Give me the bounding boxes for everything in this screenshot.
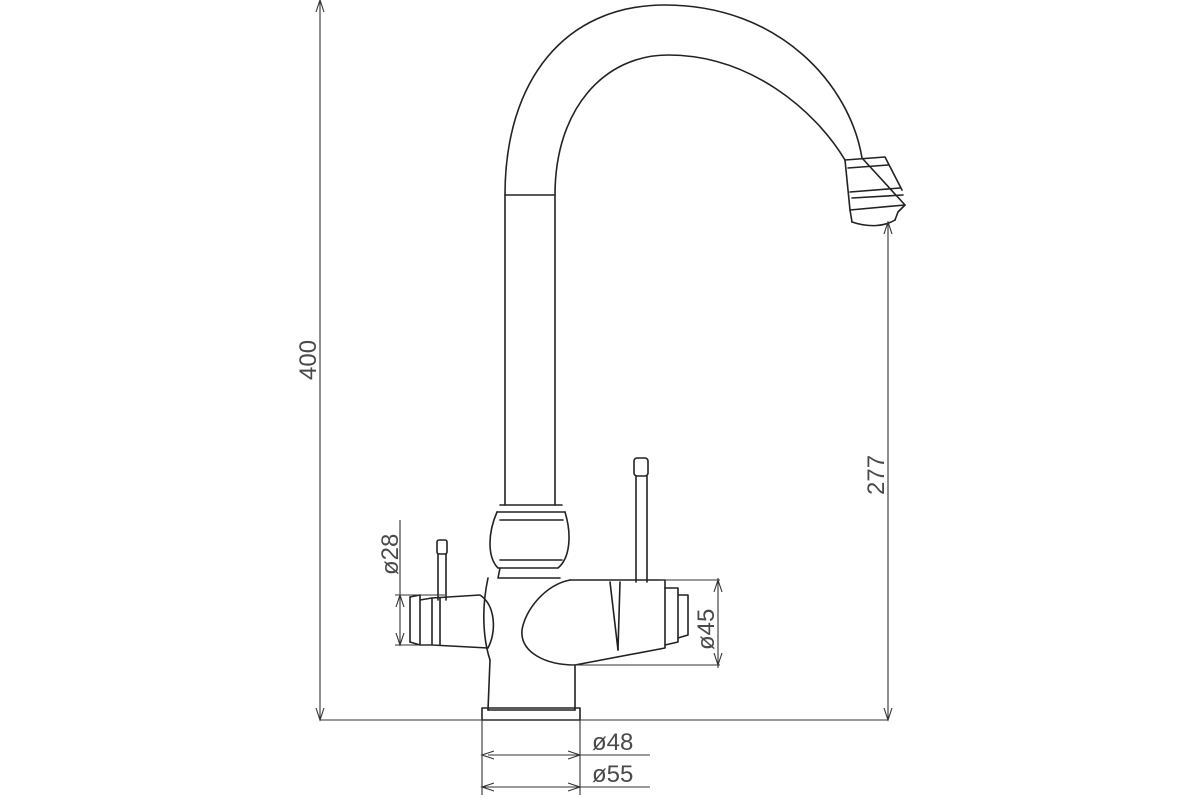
dim-label-spout-height: 277 [863, 455, 890, 495]
left-handle [409, 539, 495, 649]
faucet-outline [409, 4, 906, 721]
base [481, 707, 581, 721]
dim-overall-height [315, 0, 888, 722]
dim-label-body: ø45 [693, 609, 720, 650]
spout-inner-curve [554, 54, 846, 506]
dim-label-overall-height: 400 [295, 340, 322, 380]
spout-tip [844, 156, 906, 227]
dim-label-base-small: ø48 [592, 729, 633, 756]
dimension-lines [315, 0, 893, 795]
dim-body [570, 578, 723, 668]
right-handle [569, 457, 689, 666]
central-body [483, 577, 576, 711]
dim-base [480, 720, 650, 795]
dim-spout-height [883, 220, 893, 722]
collar [489, 504, 570, 579]
dim-label-base-large: ø55 [592, 761, 633, 788]
dim-side-handle [395, 520, 445, 647]
dim-label-side-handle: ø28 [377, 534, 404, 575]
spout-outer-curve [504, 4, 906, 506]
